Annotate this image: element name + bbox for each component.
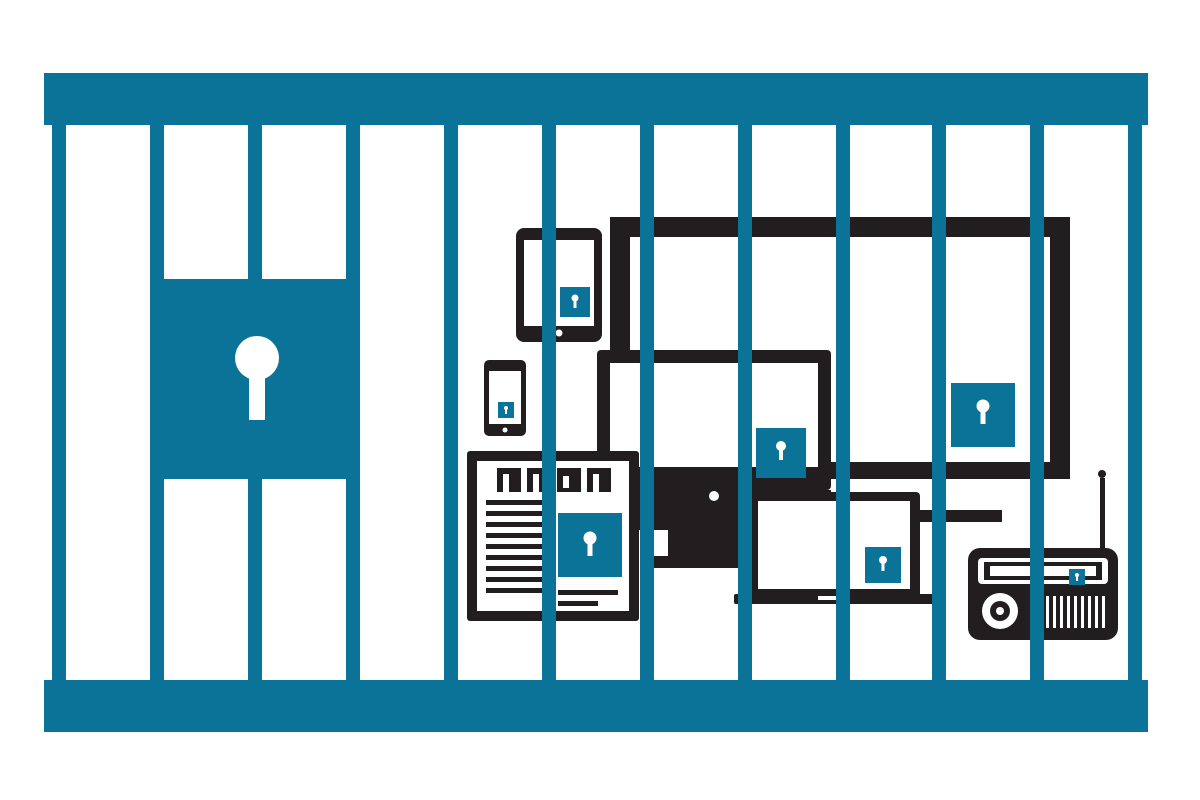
bar: [738, 125, 752, 680]
bar: [52, 125, 66, 680]
lock-icon: [498, 402, 514, 418]
smartphone-icon: [484, 360, 526, 436]
lock-icon: [951, 383, 1015, 447]
bar: [542, 125, 556, 680]
screen-lock-badges: [498, 287, 1085, 585]
top-rail: [44, 73, 1148, 125]
lock-icon: [1069, 569, 1085, 585]
tablet-icon: [516, 228, 602, 342]
lock-icon: [560, 287, 590, 317]
bar: [836, 125, 850, 680]
bar: [1128, 125, 1142, 680]
keyhole-icon: [235, 336, 279, 420]
lock-icon: [865, 547, 901, 583]
bar: [444, 125, 458, 680]
lock-icon: [756, 428, 806, 478]
bottom-rail: [44, 680, 1148, 732]
lock-icon: [558, 513, 622, 577]
padlock-plate: [150, 279, 360, 479]
bar: [640, 125, 654, 680]
bar: [1030, 125, 1044, 680]
laptop-icon: [734, 492, 934, 604]
bar: [932, 125, 946, 680]
jail-bars: [44, 73, 1148, 732]
